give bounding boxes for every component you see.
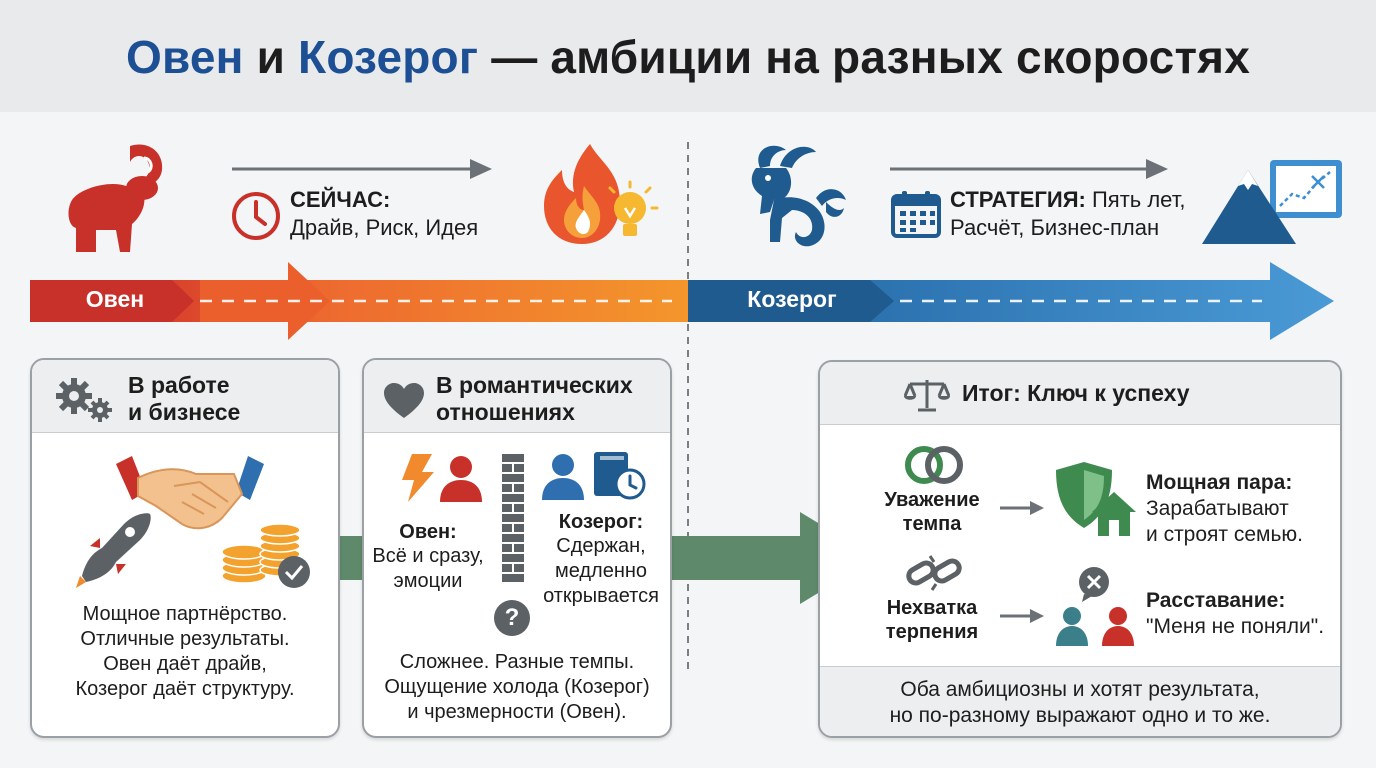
result-panel-title: Итог: Ключ к успеху bbox=[962, 380, 1190, 406]
capricorn-love-desc-3: открывается bbox=[543, 585, 659, 607]
power-couple-line-2: и строят семью. bbox=[1146, 523, 1304, 546]
timeline-graphics bbox=[30, 142, 1334, 672]
power-couple-block: Мощная пара: Зарабатывают и строят семью… bbox=[1146, 470, 1336, 548]
work-line: Отличные результаты. bbox=[80, 628, 290, 650]
capricorn-love-block: Козерог: Сдержан, медленно открывается bbox=[534, 510, 668, 609]
result-footer-line-1: Оба амбициозны и хотят результата, bbox=[900, 678, 1260, 701]
now-heading: СЕЙЧАС: bbox=[290, 187, 391, 212]
aries-label-bg bbox=[30, 280, 194, 322]
respect-line-1: Уважение bbox=[884, 489, 980, 511]
aries-love-desc-2: эмоции bbox=[393, 570, 463, 592]
capricorn-love-desc-2: медленно bbox=[554, 560, 648, 582]
mountain-map-icon bbox=[1202, 160, 1342, 244]
capricorn-label-bg bbox=[688, 280, 894, 322]
work-line: Козерог даёт структуру. bbox=[75, 678, 295, 700]
title-aries: Овен bbox=[125, 31, 244, 83]
romance-title-line-2: отношениях bbox=[436, 399, 575, 425]
shield-house-icon bbox=[1056, 462, 1136, 536]
romance-panel-header: В романтических отношениях bbox=[364, 360, 670, 433]
calendar-icon bbox=[891, 191, 941, 238]
work-panel-title: В работе и бизнесе bbox=[128, 372, 240, 426]
work-panel: В работе и бизнесе Мощное партнёрство. О… bbox=[30, 358, 340, 738]
title-and: и bbox=[243, 31, 299, 83]
aries-love-desc-1: Всё и сразу, bbox=[372, 545, 484, 567]
lack-line-1: Нехватка bbox=[886, 597, 978, 619]
work-title-line-1: В работе bbox=[128, 372, 230, 398]
title-rest: — амбиции на разных скоростях bbox=[478, 31, 1251, 83]
scales-icon bbox=[904, 380, 950, 412]
split-block: Расставание: "Меня не поняли". bbox=[1146, 588, 1336, 640]
power-couple-line-1: Зарабатывают bbox=[1146, 497, 1289, 520]
aries-person-icon bbox=[440, 456, 482, 502]
work-line: Мощное партнёрство. bbox=[82, 603, 288, 625]
romance-summary: Сложнее. Разные темпы. Ощущение холода (… bbox=[364, 650, 670, 725]
question-icon: ? bbox=[494, 600, 530, 636]
lightning-icon bbox=[402, 454, 434, 502]
header-band bbox=[0, 0, 1376, 112]
result-panel: Итог: Ключ к успеху Уважение темпа Мощна… bbox=[818, 360, 1342, 738]
romance-summary-line: Ощущение холода (Козерог) bbox=[384, 676, 650, 698]
split-couple-icon bbox=[1056, 567, 1134, 646]
capricorn-person-icon bbox=[542, 454, 584, 500]
gears-icon bbox=[56, 378, 112, 422]
strategy-text-1: Пять лет, bbox=[1085, 187, 1186, 212]
romance-panel: В романтических отношениях Овен: Всё и с… bbox=[362, 358, 672, 738]
now-text: Драйв, Риск, Идея bbox=[290, 215, 479, 240]
result-panel-header: Итог: Ключ к успеху bbox=[820, 362, 1340, 425]
strategy-heading: СТРАТЕГИЯ: bbox=[950, 187, 1086, 212]
strategy-block: СТРАТЕГИЯ: Пять лет, Расчёт, Бизнес-план bbox=[950, 186, 1210, 242]
respect-arrow-icon bbox=[1000, 501, 1044, 515]
handshake-rocket-coins-icon bbox=[76, 456, 310, 588]
lack-arrow-icon bbox=[1000, 609, 1044, 623]
romance-panel-title: В романтических отношениях bbox=[436, 372, 633, 426]
aries-timeline-label: Овен bbox=[85, 286, 145, 312]
lack-label: Нехватка терпения bbox=[860, 596, 1004, 644]
romance-title-line-1: В романтических bbox=[436, 372, 633, 398]
capricorn-goat-icon bbox=[751, 145, 846, 247]
broken-chain-icon bbox=[906, 555, 962, 591]
title-capricorn: Козерог bbox=[298, 31, 479, 83]
aries-love-name: Овен: bbox=[399, 521, 457, 543]
lack-line-2: терпения bbox=[885, 621, 979, 643]
split-text: "Меня не поняли". bbox=[1146, 615, 1325, 638]
romance-summary-line: и чрезмерности (Овен). bbox=[407, 701, 627, 723]
aries-chevron bbox=[200, 262, 330, 340]
result-footer: Оба амбициозны и хотят результата, но по… bbox=[820, 666, 1340, 736]
page-title: Овен и Козерог — амбиции на разных скоро… bbox=[0, 30, 1376, 84]
split-title: Расставание: bbox=[1146, 589, 1286, 612]
result-footer-line-2: но по-разному выражают одно и то же. bbox=[889, 704, 1271, 727]
now-block: СЕЙЧАС: Драйв, Риск, Идея bbox=[290, 186, 530, 242]
strategy-text-2: Расчёт, Бизнес-план bbox=[950, 215, 1160, 240]
work-panel-header: В работе и бизнесе bbox=[32, 360, 338, 433]
fire-lightbulb-icon bbox=[544, 144, 659, 244]
work-title-line-2: и бизнесе bbox=[128, 399, 241, 425]
romance-summary-line: Сложнее. Разные темпы. bbox=[399, 651, 635, 673]
heart-icon bbox=[384, 383, 424, 418]
work-line: Овен даёт драйв, bbox=[103, 653, 267, 675]
strategy-line-1: СТРАТЕГИЯ: Пять лет, bbox=[950, 186, 1210, 214]
power-couple-title: Мощная пара: bbox=[1146, 471, 1293, 494]
ram-icon bbox=[68, 144, 163, 252]
brick-wall-icon bbox=[500, 452, 526, 584]
clock-icon bbox=[232, 192, 280, 240]
capricorn-love-desc-1: Сдержан, bbox=[556, 535, 646, 557]
now-arrow bbox=[232, 159, 492, 179]
respect-label: Уважение темпа bbox=[860, 488, 1004, 536]
respect-line-2: темпа bbox=[902, 513, 962, 535]
interlocked-rings-icon bbox=[905, 446, 963, 484]
capricorn-love-name: Козерог: bbox=[558, 511, 644, 533]
aries-love-block: Овен: Всё и сразу, эмоции bbox=[364, 520, 492, 594]
capricorn-timeline-label: Козерог bbox=[747, 286, 837, 312]
work-text: Мощное партнёрство. Отличные результаты.… bbox=[32, 602, 338, 702]
book-clock-icon bbox=[594, 452, 646, 500]
strategy-arrow bbox=[890, 159, 1168, 179]
